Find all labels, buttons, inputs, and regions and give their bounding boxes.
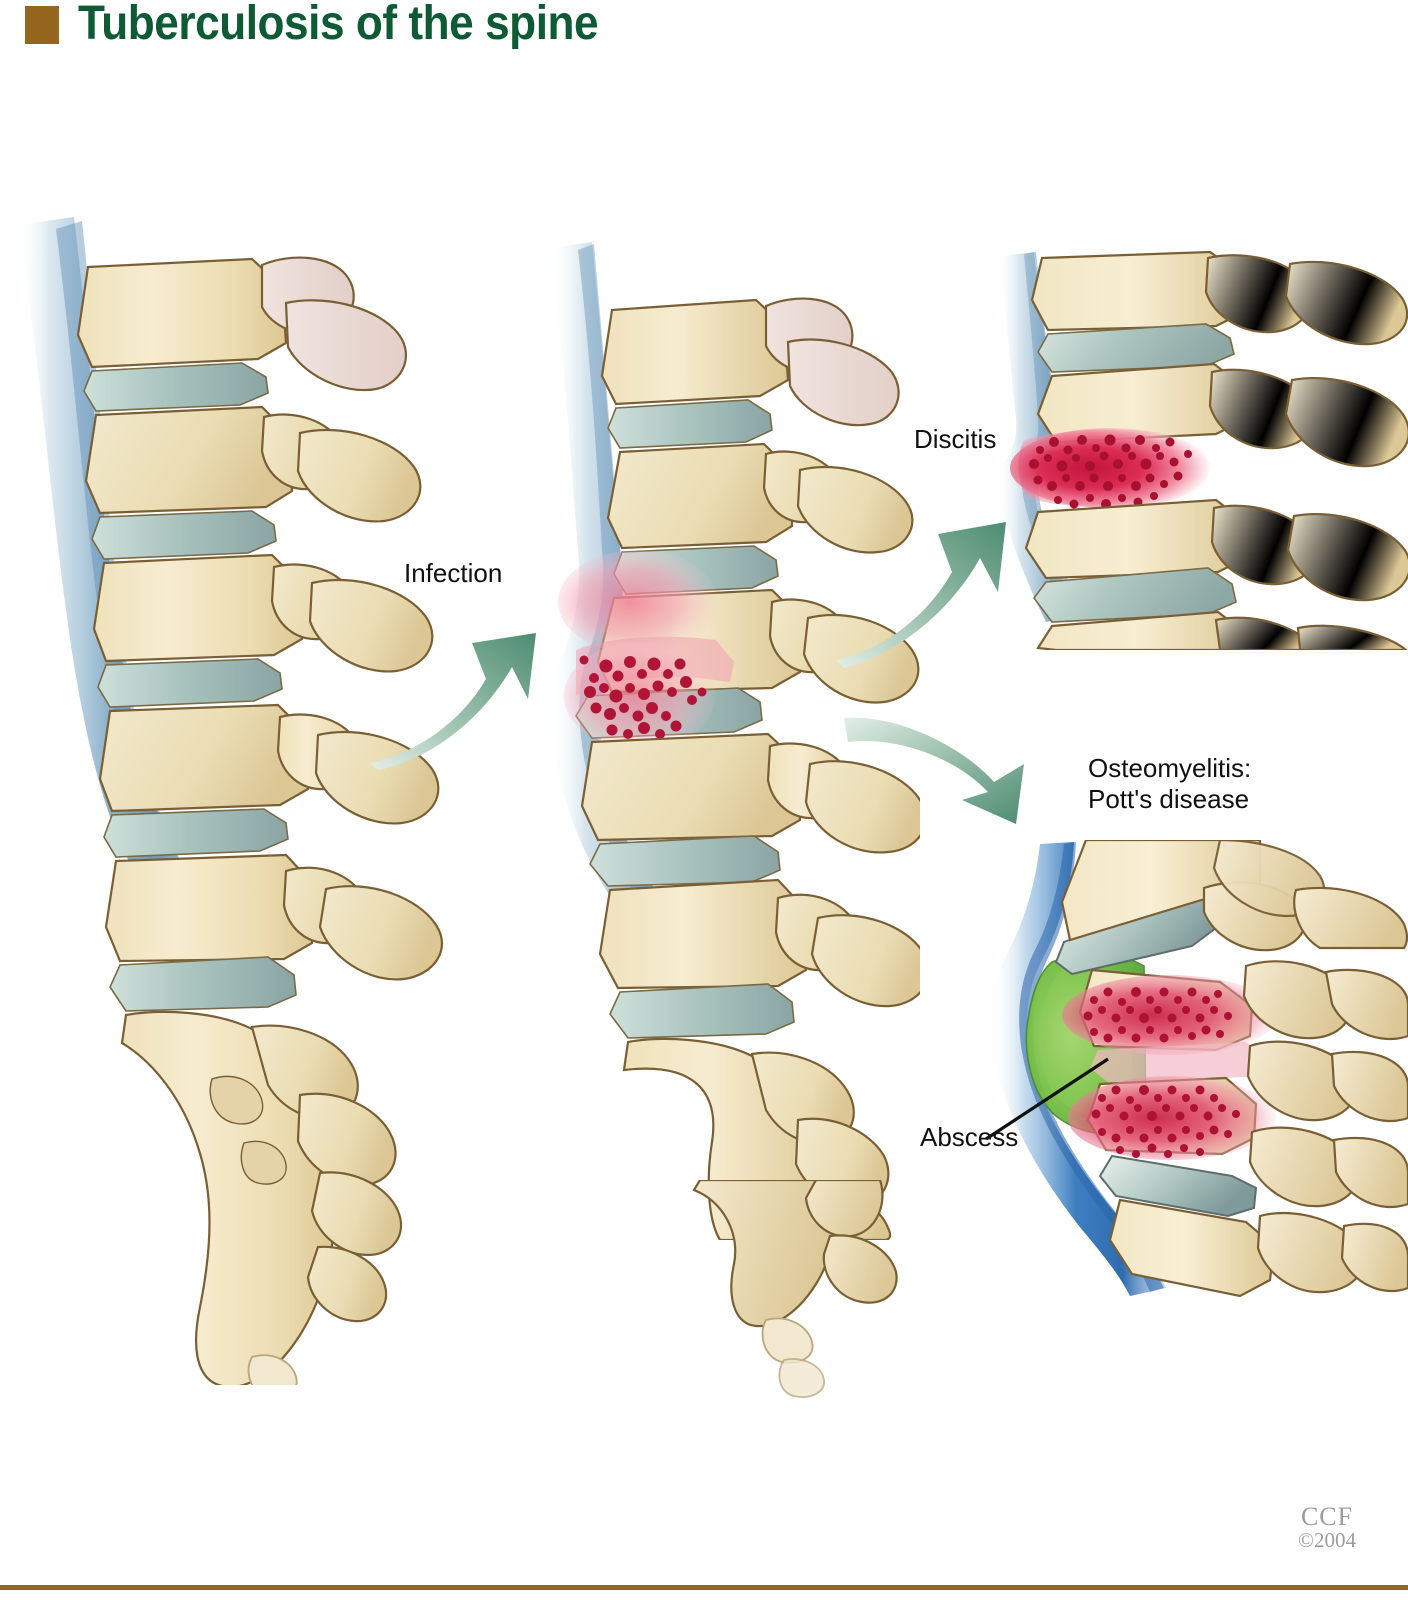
discitis-speckles (1029, 434, 1192, 509)
intervertebral-disc-1 (607, 399, 773, 449)
label-osteomyelitis-line1: Osteomyelitis: (1088, 753, 1252, 783)
infection-zone (558, 550, 763, 750)
intervertebral-disc-1 (83, 362, 269, 412)
infection-upper (1062, 975, 1278, 1055)
intervertebral-disc-5 (109, 956, 297, 1012)
vertebra-body-2 (606, 442, 914, 554)
vertebra-body-1 (76, 256, 407, 392)
vertebra-body-3 (92, 553, 434, 673)
intervertebral-disc-top (1037, 323, 1235, 373)
credit-year: ©2004 (1298, 1528, 1356, 1553)
copyright-credit: CCF ©2004 (1298, 1503, 1356, 1552)
vertebra-body-bottom (1108, 1198, 1408, 1298)
posterior-elements (1242, 960, 1408, 1209)
sacrum (120, 1010, 403, 1385)
bullet-square-icon (25, 6, 59, 44)
destroyed-disc-space (1090, 1042, 1264, 1084)
infection-lower (1068, 1076, 1276, 1160)
intervertebral-disc-bottom (1098, 1154, 1258, 1218)
figure-infected-spine-coccyx (640, 1180, 940, 1420)
page-header: Tuberculosis of the spine (0, 0, 1408, 60)
vertebra-body-4 (580, 732, 920, 854)
vertebra-body-1 (600, 297, 900, 427)
vertebra-body-below (1024, 498, 1408, 602)
vertebra-body-top (1060, 840, 1408, 952)
arrow-discitis (828, 488, 1018, 668)
intervertebral-disc-bottom (1033, 567, 1237, 623)
label-infection: Infection (404, 558, 503, 588)
vertebra-body-5 (598, 878, 920, 1008)
intervertebral-disc-4 (103, 808, 289, 858)
sacrum-lower (692, 1180, 898, 1328)
credit-org: CCF (1300, 1502, 1354, 1532)
coccyx (247, 1354, 298, 1385)
intervertebral-disc-3 (97, 658, 283, 708)
intervertebral-disc-4 (589, 835, 781, 887)
intervertebral-disc-5 (609, 983, 795, 1039)
footer-rule (0, 1585, 1408, 1590)
label-discitis: Discitis (914, 424, 997, 454)
label-osteomyelitis-line2: Pott's disease (1088, 783, 1250, 814)
arrow-osteomyelitis (838, 700, 1038, 825)
figure-discitis-spine (980, 250, 1408, 650)
label-abscess: Abscess (920, 1122, 1019, 1152)
vertebra-body-5 (104, 853, 443, 981)
label-osteomyelitis: Osteomyelitis: Pott's disease (1088, 753, 1251, 814)
vertebra-body-above (1036, 362, 1408, 468)
vertebra-body-2 (84, 405, 422, 523)
arrow-infection (360, 595, 560, 770)
coccyx (761, 1317, 825, 1398)
page-title: Tuberculosis of the spine (78, 0, 599, 50)
discitis-infection-zone (1010, 428, 1210, 509)
vertebra-body-top (1030, 250, 1408, 346)
abscess-leader-line (980, 1055, 1120, 1145)
figure-normal-lumbar-spine (0, 195, 470, 1385)
vertebra-body-bottom (1036, 610, 1408, 650)
spinal-cord-band (991, 842, 1166, 1296)
figure-potts-disease-spine (960, 840, 1408, 1300)
intervertebral-disc-2 (91, 510, 277, 560)
infection-speckles (579, 655, 707, 739)
